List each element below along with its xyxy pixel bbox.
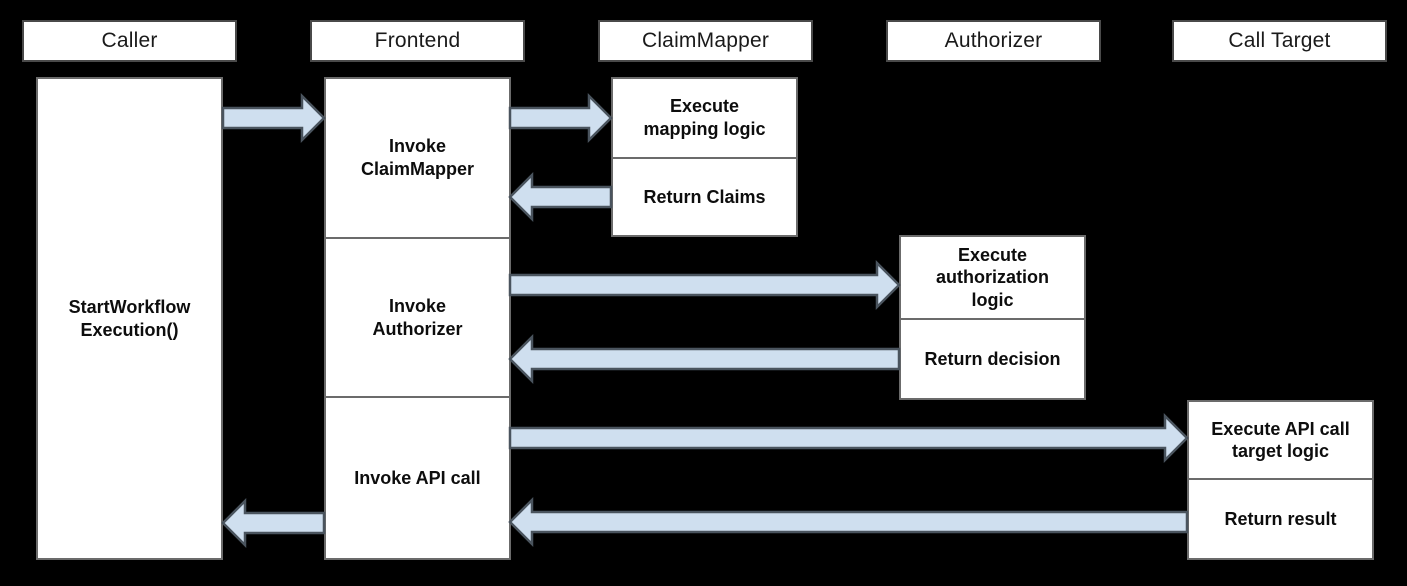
- claimmapper-return-claims: Return Claims: [613, 156, 796, 235]
- lane-header-label: Call Target: [1228, 29, 1331, 52]
- lane-header-authorizer: Authorizer: [886, 20, 1101, 62]
- lane-header-frontend: Frontend: [310, 20, 525, 62]
- arrow-shape: [508, 333, 901, 385]
- message-arrow-calltarget-to-frontend: [506, 496, 1191, 548]
- message-arrow-caller-to-frontend: [219, 92, 328, 144]
- arrow-shape: [508, 412, 1189, 464]
- lane-header-label: ClaimMapper: [641, 29, 770, 52]
- frontend-invoke-api-call: Invoke API call: [326, 396, 509, 558]
- lane-header-caller: Caller: [22, 20, 237, 62]
- calltarget-return-result: Return result: [1189, 478, 1372, 558]
- arrow-shape: [221, 497, 326, 549]
- lane-header-label: Frontend: [374, 29, 461, 52]
- arrow-shape: [508, 171, 613, 223]
- authorizer-return-decision: Return decision: [901, 317, 1084, 398]
- message-arrow-frontend-to-calltarget: [506, 412, 1191, 464]
- arrow-shape: [508, 92, 613, 144]
- lane-header-label: Authorizer: [944, 29, 1043, 52]
- message-arrow-frontend-to-caller: [219, 497, 328, 549]
- message-arrow-frontend-to-authorizer: [506, 259, 903, 311]
- lane-header-claimmapper: ClaimMapper: [598, 20, 813, 62]
- lane-header-label: Caller: [101, 29, 158, 52]
- message-arrow-claimmapper-to-frontend: [506, 171, 615, 223]
- arrow-shape: [221, 92, 326, 144]
- message-arrow-authorizer-to-frontend: [506, 333, 903, 385]
- arrow-shape: [508, 496, 1189, 548]
- arrow-shape: [508, 259, 901, 311]
- lane-header-calltarget: Call Target: [1172, 20, 1387, 62]
- message-arrow-frontend-to-claimmapper: [506, 92, 615, 144]
